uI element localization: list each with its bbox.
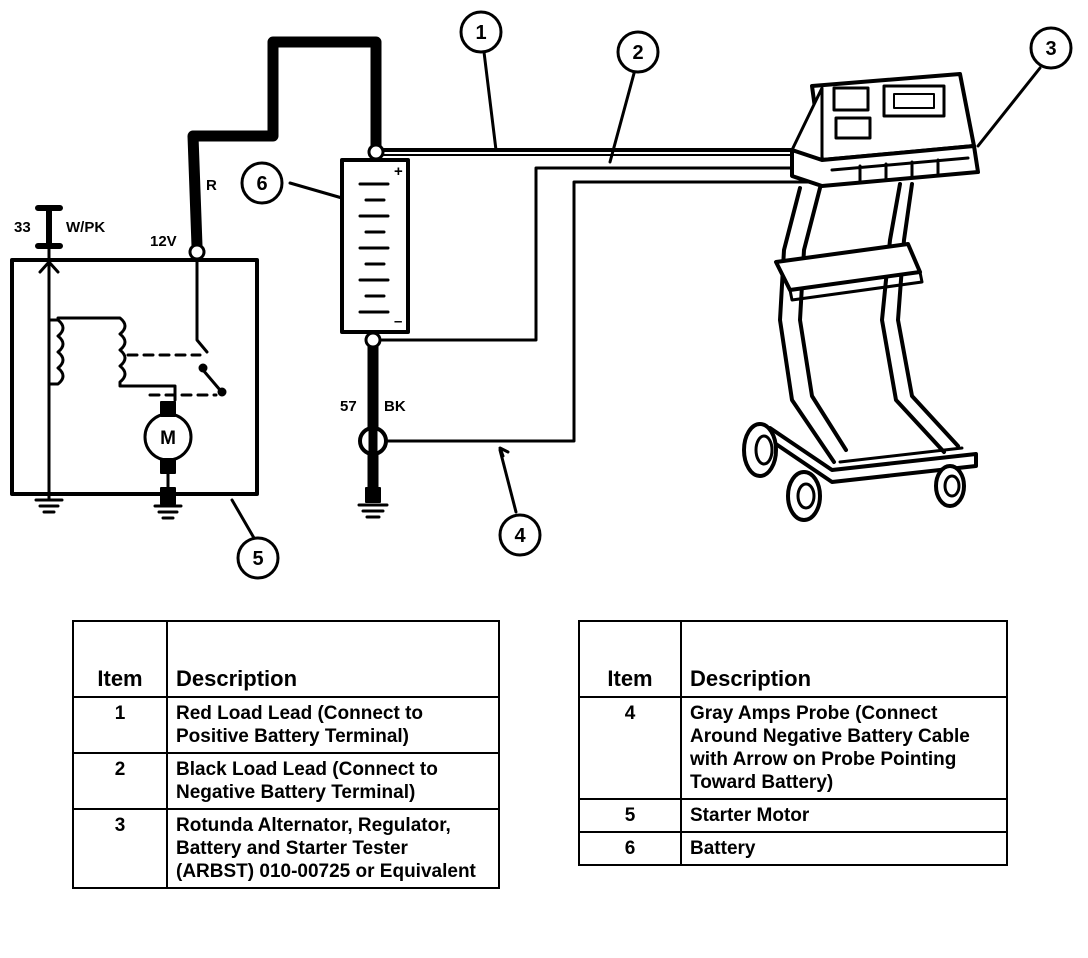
item-number: 1 (72, 696, 168, 754)
terminal-33-connector (35, 205, 63, 249)
item-description: Rotunda Alternator, Regulator, Battery a… (166, 808, 500, 889)
item-description: Red Load Lead (Connect to Positive Batte… (166, 696, 500, 754)
label-12v: 12V (150, 233, 177, 250)
callout-1: 1 (475, 22, 486, 44)
item-description: Battery (680, 831, 1008, 866)
callout-2: 2 (632, 42, 643, 64)
item-description: Gray Amps Probe (Connect Around Negative… (680, 696, 1008, 800)
callout-4: 4 (514, 525, 526, 547)
label-battery-minus: – (394, 313, 402, 330)
item-description: Starter Motor (680, 798, 1008, 833)
header-description: Description (166, 620, 500, 698)
battery-negative-terminal (364, 331, 382, 349)
ground-symbol-motor (153, 487, 183, 520)
table-row: 5 Starter Motor (578, 798, 1008, 833)
terminal-12v (188, 243, 206, 261)
ground-symbol-left (34, 488, 64, 514)
ground-symbol-battery (357, 487, 389, 519)
header-description: Description (680, 620, 1008, 698)
item-number: 2 (72, 752, 168, 810)
battery-positive-terminal (367, 143, 385, 161)
black-load-lead (380, 166, 822, 342)
item-number: 4 (578, 696, 682, 800)
item-description: Black Load Lead (Connect to Negative Bat… (166, 752, 500, 810)
table-row: 4 Gray Amps Probe (Connect Around Negati… (578, 696, 1008, 800)
label-wire-57: 57 (340, 398, 357, 415)
label-wire-33: 33 (14, 219, 31, 236)
table-row: 2 Black Load Lead (Connect to Negative B… (72, 752, 500, 810)
hold-in-coil (47, 318, 65, 386)
table-row: 3 Rotunda Alternator, Regulator, Battery… (72, 808, 500, 889)
arbst-tester-cart (742, 72, 980, 522)
wiring-diagram: 33 W/PK 12V R 57 BK M + – 1 2 3 4 5 6 (10, 10, 1073, 580)
header-item: Item (578, 620, 682, 698)
item-number: 3 (72, 808, 168, 889)
battery (340, 158, 410, 334)
label-motor-m: M (160, 428, 176, 449)
callout-6: 6 (256, 173, 267, 195)
battery-plates (358, 182, 390, 314)
item-number: 5 (578, 798, 682, 833)
solenoid-switch (195, 256, 222, 392)
table-row: 1 Red Load Lead (Connect to Positive Bat… (72, 696, 500, 754)
starter-motor-box (10, 258, 259, 496)
label-battery-plus: + (394, 163, 403, 180)
red-battery-cable (187, 36, 382, 252)
legend-table-left: Item Description 1 Red Load Lead (Connec… (72, 620, 500, 889)
label-wire-w-pk: W/PK (66, 219, 105, 236)
legend-table-right: Item Description 4 Gray Amps Probe (Conn… (578, 620, 1008, 866)
callout-5: 5 (252, 548, 263, 570)
header-item: Item (72, 620, 168, 698)
label-wire-bk: BK (384, 398, 406, 415)
table-row: 6 Battery (578, 831, 1008, 866)
item-number: 6 (578, 831, 682, 866)
label-wire-r: R (206, 177, 217, 194)
callout-3: 3 (1045, 38, 1056, 60)
amps-probe-lead (384, 180, 822, 443)
plunger-dashed-line (126, 353, 218, 397)
